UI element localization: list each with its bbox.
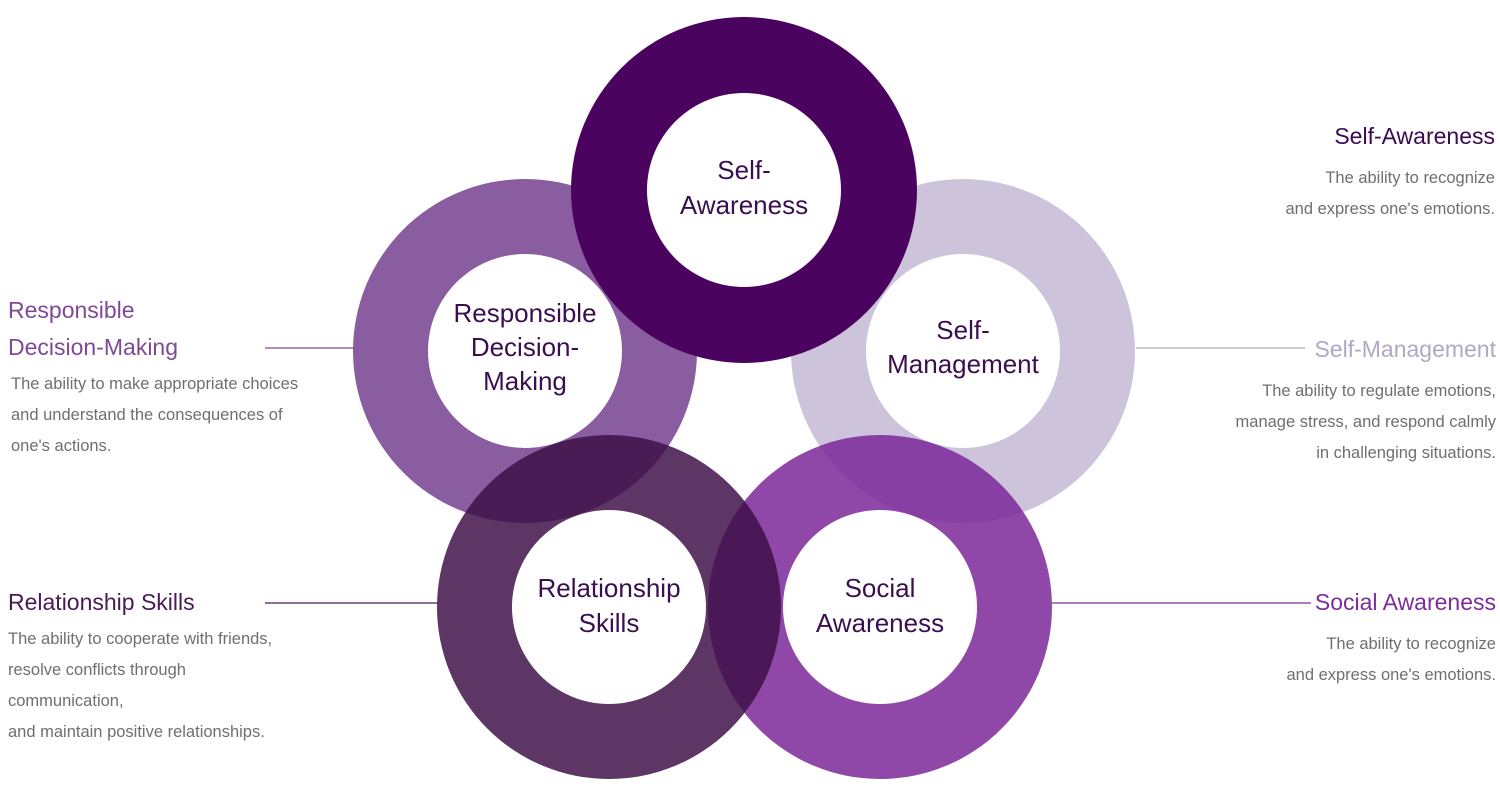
panel-desc-social-awareness: The ability to recognize and express one… bbox=[1286, 629, 1496, 691]
desc-line: and express one's emotions. bbox=[1286, 666, 1496, 684]
connector-lines bbox=[265, 347, 1311, 604]
ring-label-self-management: Self- bbox=[936, 315, 989, 345]
title-line: Responsible bbox=[8, 297, 135, 323]
panel-desc-self-awareness: The ability to recognize and express one… bbox=[1285, 163, 1495, 225]
desc-line: manage stress, and respond calmly bbox=[1235, 413, 1496, 431]
ring-label-self-awareness: Awareness bbox=[680, 190, 808, 220]
desc-line: one's actions. bbox=[11, 437, 112, 455]
ring-label-self-management: Management bbox=[887, 349, 1040, 379]
ring-center-responsible-decision-making bbox=[428, 254, 622, 448]
ring-center-social-awareness bbox=[783, 510, 977, 704]
desc-line: The ability to make appropriate choices bbox=[11, 375, 299, 393]
panel-self-management: Self-Management The ability to regulate … bbox=[1236, 331, 1496, 469]
ring-labels: Self-AwarenessResponsibleDecision-Making… bbox=[453, 155, 1039, 638]
ring-label-relationship-skills: Skills bbox=[579, 608, 640, 638]
desc-line: communication, bbox=[8, 692, 124, 710]
panel-desc-relationship-skills: The ability to cooperate with friends, r… bbox=[8, 624, 272, 748]
panel-desc-responsible-decision-making: The ability to make appropriate choices … bbox=[11, 369, 298, 462]
ring-label-social-awareness: Social bbox=[845, 573, 916, 603]
ring-label-social-awareness: Awareness bbox=[816, 608, 944, 638]
desc-line: The ability to recognize bbox=[1326, 635, 1496, 653]
desc-line: and maintain positive relationships. bbox=[8, 723, 265, 741]
desc-line: resolve conflicts through bbox=[8, 661, 186, 679]
ring-label-self-awareness: Self- bbox=[717, 155, 770, 185]
ring-center-relationship-skills bbox=[512, 510, 706, 704]
desc-line: The ability to cooperate with friends, bbox=[8, 630, 273, 648]
panel-desc-self-management: The ability to regulate emotions, manage… bbox=[1236, 376, 1496, 469]
panel-title-social-awareness: Social Awareness bbox=[1314, 589, 1496, 615]
panel-social-awareness: Social Awareness The ability to recogniz… bbox=[1286, 584, 1496, 691]
panel-title-relationship-skills: Relationship Skills bbox=[8, 589, 195, 615]
desc-line: and understand the consequences of bbox=[11, 406, 283, 424]
title-line: Decision-Making bbox=[8, 334, 179, 360]
ring-label-relationship-skills: Relationship bbox=[537, 573, 680, 603]
panel-self-awareness: Self-Awareness The ability to recognize … bbox=[1285, 118, 1495, 225]
desc-line: in challenging situations. bbox=[1316, 444, 1496, 462]
desc-line: The ability to recognize bbox=[1325, 169, 1495, 187]
ring-label-responsible-decision-making: Decision- bbox=[471, 332, 579, 362]
desc-line: and express one's emotions. bbox=[1285, 200, 1495, 218]
panel-relationship-skills: Relationship Skills The ability to coope… bbox=[8, 584, 272, 748]
ring-label-responsible-decision-making: Responsible bbox=[453, 298, 596, 328]
panel-title-self-management: Self-Management bbox=[1314, 336, 1496, 362]
panel-responsible-decision-making: Responsible Decision-Making The ability … bbox=[8, 292, 298, 462]
ring-center-self-management bbox=[866, 254, 1060, 448]
panel-title-self-awareness: Self-Awareness bbox=[1334, 123, 1495, 149]
ring-center-self-awareness bbox=[647, 93, 841, 287]
desc-line: The ability to regulate emotions, bbox=[1262, 382, 1496, 400]
ring-label-responsible-decision-making: Making bbox=[483, 366, 567, 396]
ring-centers bbox=[428, 93, 1060, 704]
panel-title-responsible-decision-making: Responsible Decision-Making bbox=[8, 292, 298, 366]
